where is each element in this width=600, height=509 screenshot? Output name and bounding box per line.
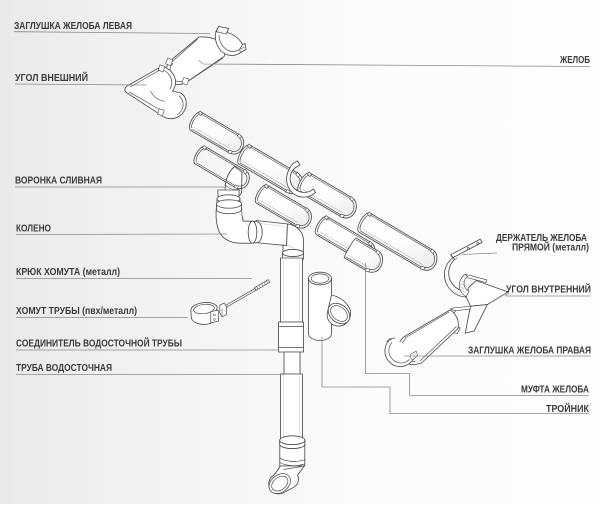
svg-text:ЗАГЛУШКА ЖЕЛОБА ПРАВАЯ: ЗАГЛУШКА ЖЕЛОБА ПРАВАЯ bbox=[468, 346, 591, 357]
svg-text:ВОРОНКА СЛИВНАЯ: ВОРОНКА СЛИВНАЯ bbox=[15, 176, 102, 187]
svg-text:ЗАГЛУШКА ЖЕЛОБА ЛЕВАЯ: ЗАГЛУШКА ЖЕЛОБА ЛЕВАЯ bbox=[14, 21, 132, 32]
svg-text:ЖЕЛОБ: ЖЕЛОБ bbox=[559, 55, 590, 66]
svg-text:КОЛЕНО: КОЛЕНО bbox=[16, 224, 51, 235]
svg-text:ДЕРЖАТЕЛЬ ЖЕЛОБА: ДЕРЖАТЕЛЬ ЖЕЛОБА bbox=[496, 233, 587, 244]
svg-text:ПРЯМОЙ (металл): ПРЯМОЙ (металл) bbox=[512, 241, 589, 254]
svg-text:УГОЛ ВНЕШНИЙ: УГОЛ ВНЕШНИЙ bbox=[15, 71, 88, 84]
svg-text:МУФТА ЖЕЛОБА: МУФТА ЖЕЛОБА bbox=[521, 385, 589, 396]
svg-text:СОЕДИНИТЕЛЬ ВОДОСТОЧНОЙ ТРУБЫ: СОЕДИНИТЕЛЬ ВОДОСТОЧНОЙ ТРУБЫ bbox=[16, 337, 182, 350]
svg-text:УГОЛ ВНУТРЕННИЙ: УГОЛ ВНУТРЕННИЙ bbox=[506, 283, 591, 296]
svg-text:ТРУБА ВОДОСТОЧНАЯ: ТРУБА ВОДОСТОЧНАЯ bbox=[16, 363, 112, 374]
svg-text:КРЮК ХОМУТА (металл): КРЮК ХОМУТА (металл) bbox=[16, 267, 120, 278]
svg-text:ТРОЙНИК: ТРОЙНИК bbox=[546, 402, 590, 415]
svg-text:ХОМУТ ТРУБЫ (пвх/металл): ХОМУТ ТРУБЫ (пвх/металл) bbox=[16, 306, 137, 317]
